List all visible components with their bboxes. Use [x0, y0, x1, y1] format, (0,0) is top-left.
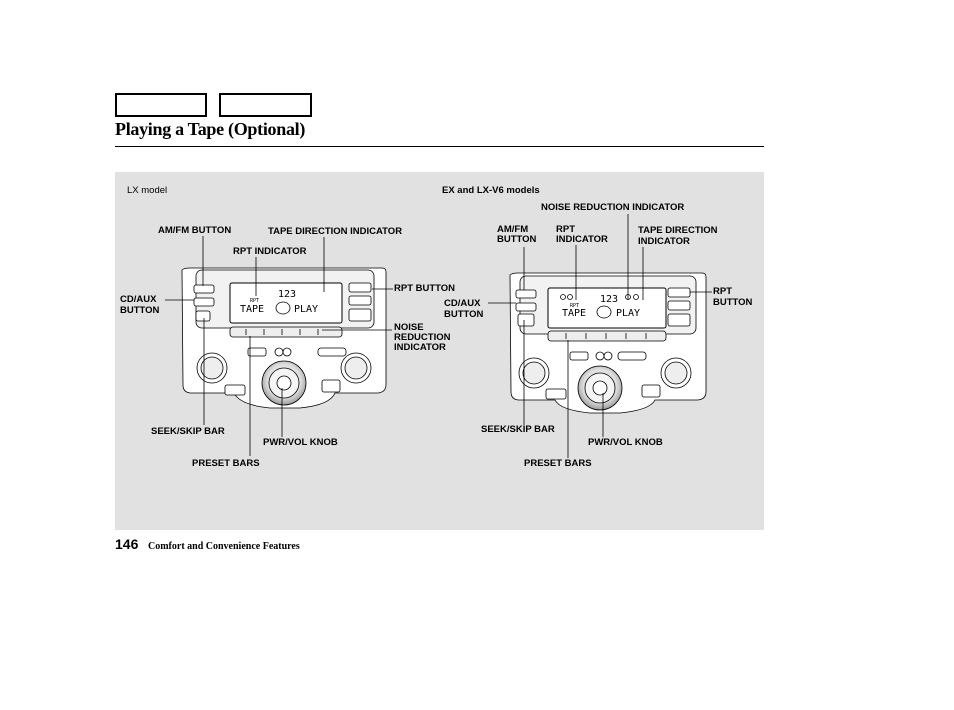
- ex-display-rpt: RPT: [570, 303, 579, 309]
- lx-rpt-indicator-label: RPT INDICATOR: [233, 246, 307, 257]
- lx-pwr-vol-label: PWR/VOL KNOB: [263, 437, 338, 448]
- ex-tape-direction-label-2: INDICATOR: [638, 236, 690, 247]
- lx-radio-unit: RPT 123 TAPE PLAY: [181, 267, 387, 409]
- ex-cd-aux-label-1: CD/AUX: [444, 298, 481, 309]
- lx-display-status: PLAY: [294, 304, 318, 315]
- lx-seek-skip-label: SEEK/SKIP BAR: [151, 426, 225, 437]
- header-tab-2: [219, 93, 312, 117]
- ex-display-mode: TAPE: [562, 308, 586, 319]
- lx-leader-lines: [165, 236, 393, 456]
- lx-am-fm-button-label: AM/FM BUTTON: [158, 225, 232, 236]
- page-number: 146: [115, 536, 139, 552]
- page-title: Playing a Tape (Optional): [115, 119, 306, 139]
- lx-tape-direction-label: TAPE DIRECTION INDICATOR: [268, 226, 403, 237]
- lx-cd-aux-label-1: CD/AUX: [120, 294, 157, 305]
- ex-am-fm-label-2: BUTTON: [497, 234, 537, 245]
- ex-rpt-indicator-label-1: RPT: [556, 224, 575, 235]
- lx-noise-reduction-label-3: INDICATOR: [394, 342, 446, 353]
- lx-noise-reduction-label-1: NOISE: [394, 322, 424, 333]
- ex-cd-aux-label-2: BUTTON: [444, 309, 484, 320]
- lx-model-label: LX model: [127, 185, 168, 196]
- ex-display-track: 123: [600, 294, 618, 305]
- lx-preset-bars-label: PRESET BARS: [192, 458, 260, 469]
- ex-am-fm-label-1: AM/FM: [497, 224, 529, 235]
- lx-cd-aux-label-2: BUTTON: [120, 305, 160, 316]
- lx-display-track: 123: [278, 289, 296, 300]
- lx-rpt-button-label: RPT BUTTON: [394, 283, 456, 294]
- ex-rpt-button-label-1: RPT: [713, 286, 732, 297]
- ex-pwr-vol-label: PWR/VOL KNOB: [588, 437, 663, 448]
- ex-tape-direction-label-1: TAPE DIRECTION: [638, 225, 718, 236]
- lx-noise-reduction-label-2: REDUCTION: [394, 332, 451, 343]
- header-tab-1: [115, 93, 207, 117]
- ex-display-status: PLAY: [616, 308, 640, 319]
- lx-display-mode: TAPE: [240, 304, 264, 315]
- section-name: Comfort and Convenience Features: [148, 541, 300, 552]
- ex-model-label: EX and LX-V6 models: [442, 185, 540, 196]
- title-divider: [115, 146, 764, 147]
- ex-noise-reduction-label: NOISE REDUCTION INDICATOR: [541, 202, 685, 213]
- ex-leader-lines: [488, 214, 712, 458]
- ex-rpt-indicator-label-2: INDICATOR: [556, 234, 608, 245]
- ex-seek-skip-label: SEEK/SKIP BAR: [481, 424, 555, 435]
- ex-preset-bars-label: PRESET BARS: [524, 458, 592, 469]
- lx-display-rpt: RPT: [250, 298, 259, 304]
- ex-radio-unit: RPT 123 TAPE PLAY: [509, 272, 707, 414]
- ex-rpt-button-label-2: BUTTON: [713, 297, 753, 308]
